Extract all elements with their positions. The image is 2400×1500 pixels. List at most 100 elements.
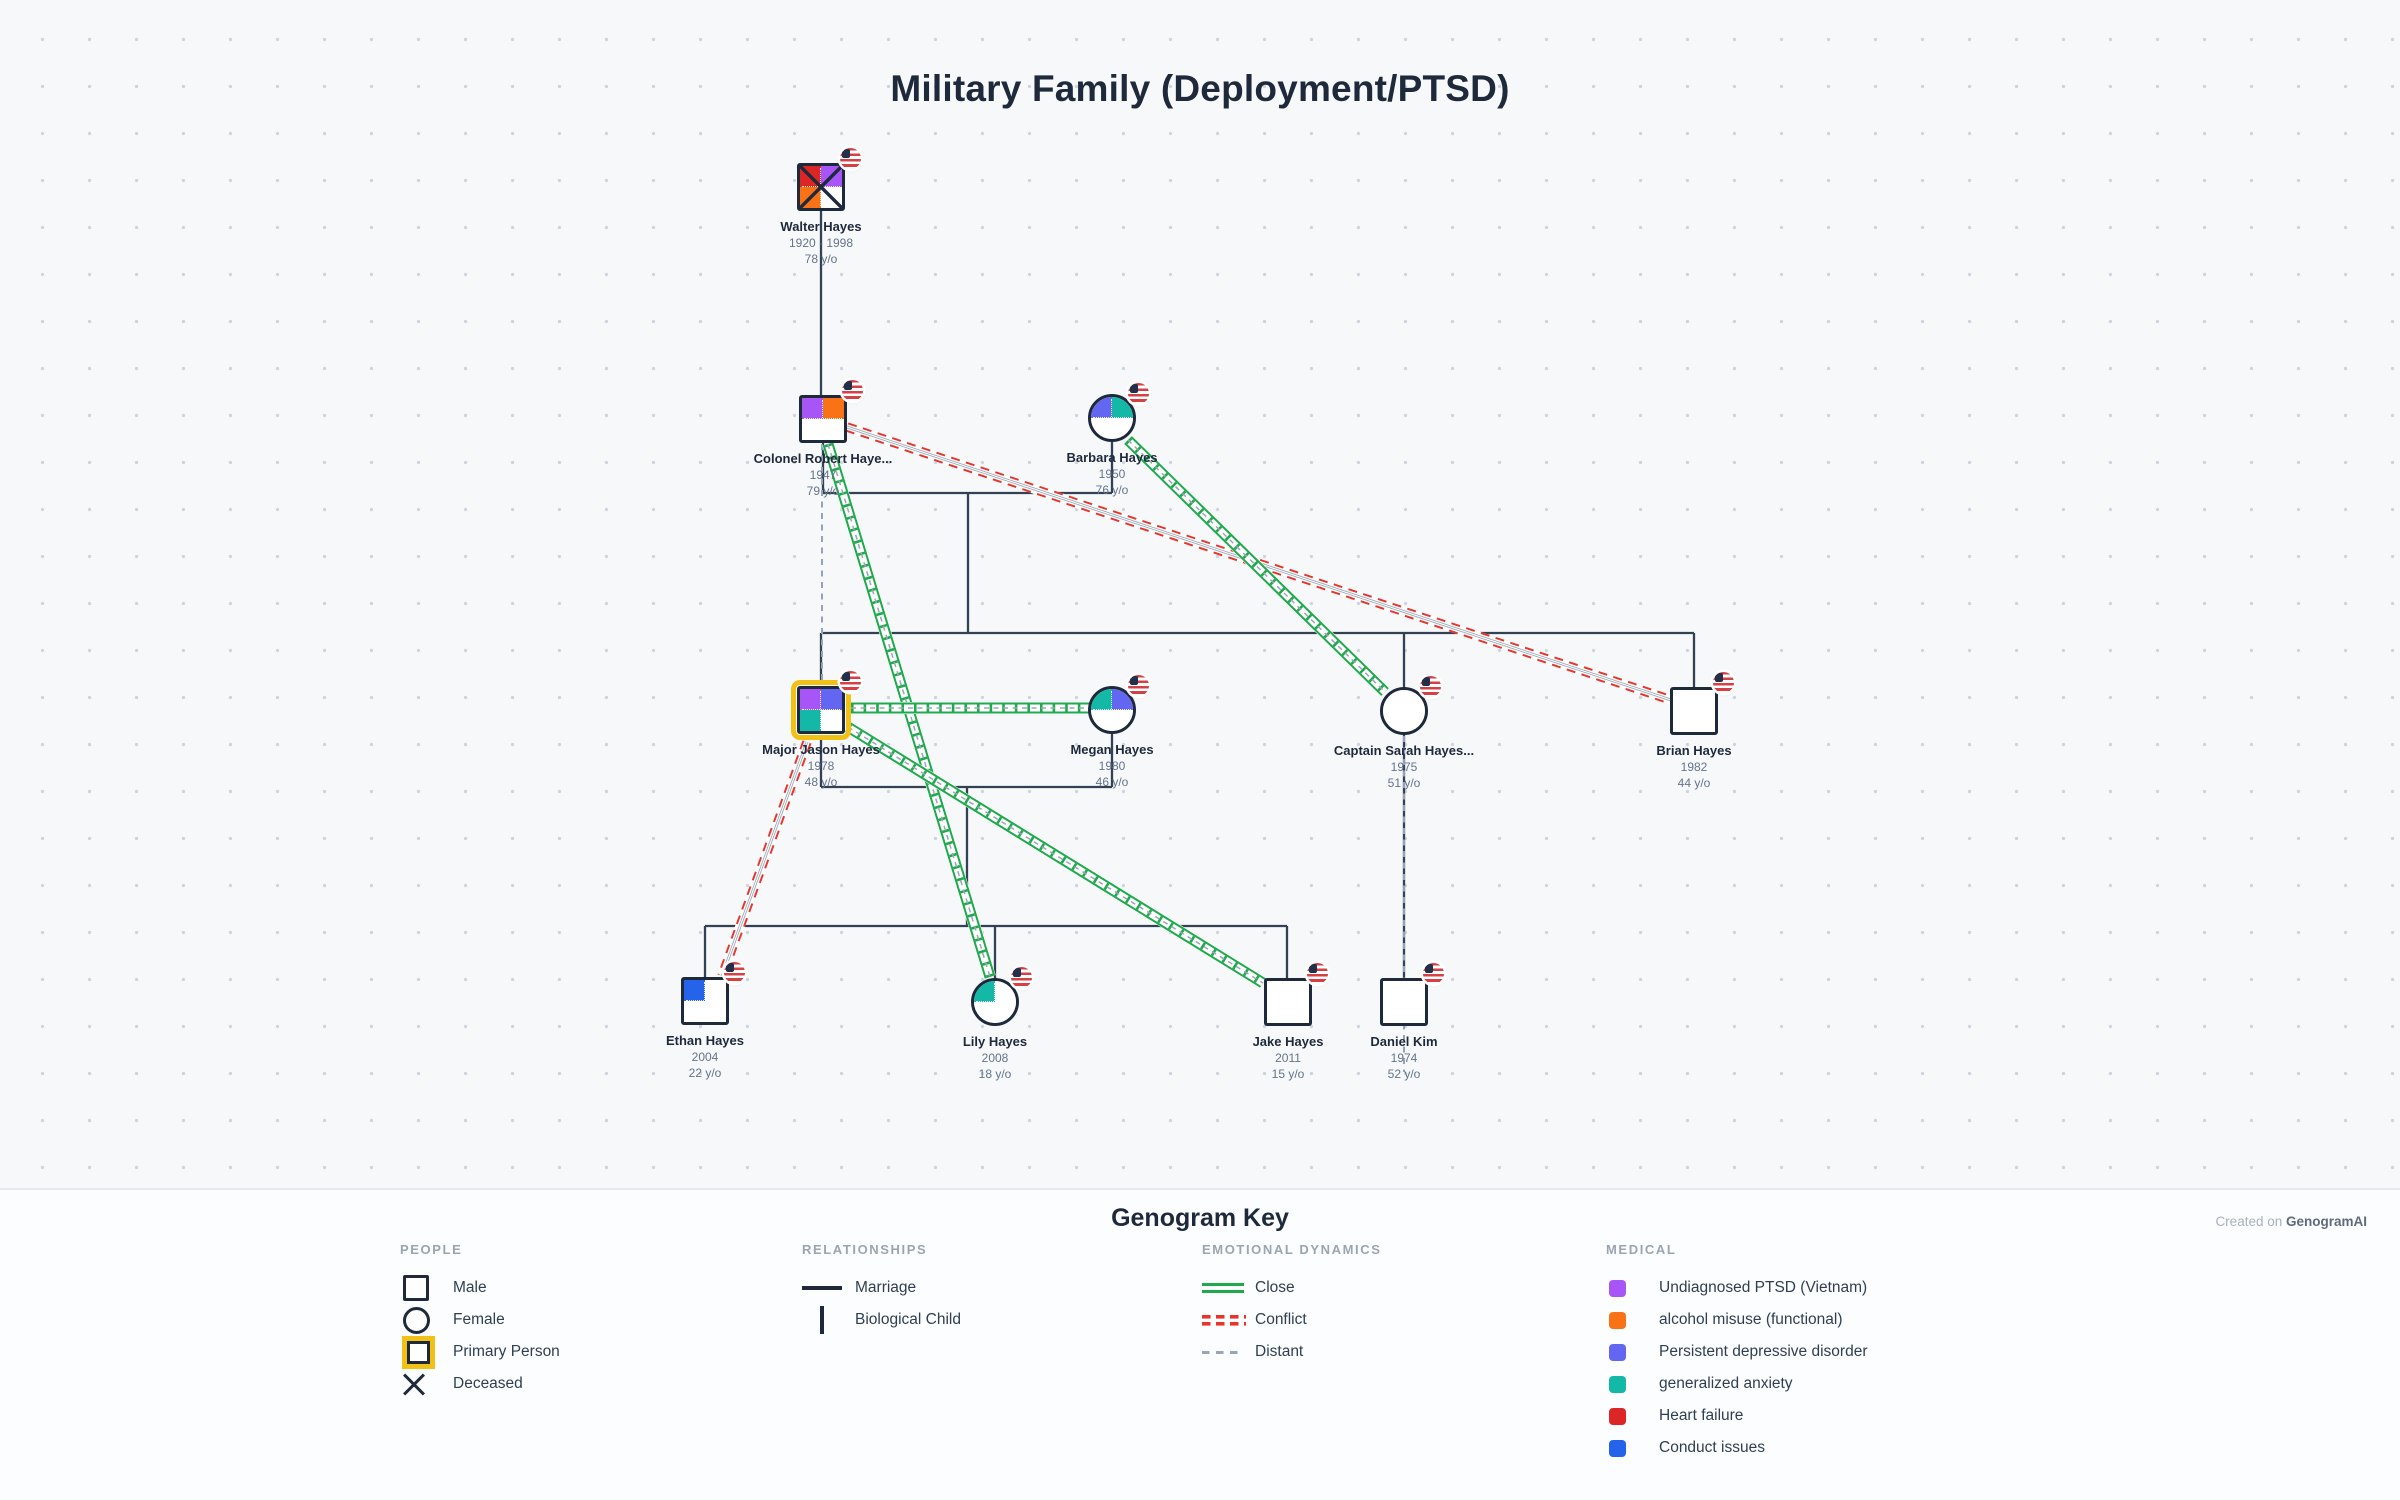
medical-quadrant-bl: [1673, 711, 1694, 732]
medical-quadrant-br: [1404, 1002, 1425, 1023]
key-item-label: Deceased: [453, 1375, 523, 1392]
person-node-lily[interactable]: [971, 967, 1032, 1026]
attribution: Created on GenogramAI: [2215, 1214, 2367, 1229]
female-shape: [971, 978, 1019, 1026]
medical-quadrant-br: [1112, 710, 1133, 731]
medical-quadrant-bl: [800, 187, 821, 208]
medical-quadrant-bl: [1383, 1002, 1404, 1023]
male-shape: [790, 679, 852, 741]
medical-quadrant-tl: [1383, 981, 1404, 1002]
medical-legend-list: Undiagnosed PTSD (Vietnam) alcohol misuse…: [1606, 1272, 1868, 1464]
person-node-jason[interactable]: [790, 671, 861, 741]
us-flag-icon: [842, 380, 863, 401]
key-item-biological-child: Biological Child: [802, 1304, 961, 1336]
us-flag-icon: [1011, 967, 1032, 988]
person-node-megan[interactable]: [1088, 675, 1149, 734]
key-item-deceased: Deceased: [400, 1368, 560, 1400]
person-node-barbara[interactable]: [1088, 383, 1149, 442]
medical-legend-label: Persistent depressive disorder: [1659, 1343, 1868, 1360]
person-node-jake[interactable]: [1264, 963, 1328, 1026]
female-shape: [1088, 686, 1136, 734]
male-icon: [403, 1275, 429, 1301]
medical-quadrant-tr: [1404, 981, 1425, 1002]
key-section-medical: MEDICAL Undiagnosed PTSD (Vietnam) alcoho…: [1606, 1242, 1868, 1464]
medical-quadrant-tr: [1288, 981, 1309, 1002]
male-shape: [797, 163, 845, 211]
male-shape: [1380, 978, 1428, 1026]
male-shape: [1670, 687, 1718, 735]
medical-legend-item: Undiagnosed PTSD (Vietnam): [1606, 1272, 1868, 1304]
us-flag-icon: [840, 148, 861, 169]
key-item-label: Close: [1255, 1279, 1295, 1296]
person-node-daniel[interactable]: [1380, 963, 1444, 1026]
key-item-label: Distant: [1255, 1343, 1304, 1360]
people-header: PEOPLE: [400, 1242, 463, 1257]
medical-quadrant-br: [705, 1001, 726, 1022]
medical-quadrant-bl: [1383, 711, 1404, 732]
medical-quadrant-bl: [1267, 1002, 1288, 1023]
medical-quadrant-br: [995, 1002, 1016, 1023]
key-item-conflict: Conflict: [1202, 1304, 1382, 1336]
person-node-walter[interactable]: [797, 148, 861, 211]
medical-legend-label: alcohol misuse (functional): [1659, 1311, 1843, 1328]
medical-quadrant-bl: [974, 1002, 995, 1023]
medical-legend-item: Heart failure: [1606, 1400, 1868, 1432]
person-node-ethan[interactable]: [681, 962, 745, 1025]
us-flag-icon: [1713, 672, 1734, 693]
key-item-male: Male: [400, 1272, 560, 1304]
distant-line-icon: [1202, 1350, 1242, 1354]
us-flag-icon: [1307, 963, 1328, 984]
medical-quadrant-tr: [821, 689, 842, 710]
medical-legend-label: generalized anxiety: [1659, 1375, 1793, 1392]
medical-quadrant-br: [1112, 418, 1133, 439]
medical-color-swatch: [1609, 1343, 1626, 1361]
medical-quadrant-tl: [1673, 690, 1694, 711]
genogram-key: Genogram Key Created on GenogramAI PEOPL…: [0, 1188, 2400, 1500]
key-item-close: Close: [1202, 1272, 1382, 1304]
medical-quadrant-tl: [802, 398, 823, 419]
primary-person-icon: [407, 1340, 430, 1364]
medical-quadrant-tl: [800, 166, 821, 187]
medical-quadrant-tl: [1383, 690, 1404, 711]
key-section-people: PEOPLE Male Female Primary Person Deceas…: [400, 1242, 560, 1400]
male-shape: [799, 395, 847, 443]
key-item-primary-person: Primary Person: [400, 1336, 560, 1368]
relationship-lines-layer: [703, 211, 1696, 1072]
genogram-canvas[interactable]: Military Family (Deployment/PTSD) Walter…: [0, 0, 2400, 1188]
relationships-header: RELATIONSHIPS: [802, 1242, 928, 1257]
medical-quadrant-tr: [705, 980, 726, 1001]
medical-color-swatch: [1609, 1279, 1626, 1297]
medical-quadrant-tl: [684, 980, 705, 1001]
key-section-relationships: RELATIONSHIPS Marriage Biological Child: [802, 1242, 961, 1336]
medical-color-swatch: [1609, 1407, 1626, 1425]
male-shape: [681, 977, 729, 1025]
medical-quadrant-tr: [1694, 690, 1715, 711]
key-item-female: Female: [400, 1304, 560, 1336]
medical-quadrant-tr: [821, 166, 842, 187]
key-item-distant: Distant: [1202, 1336, 1382, 1368]
medical-quadrant-tl: [1091, 689, 1112, 710]
male-shape: [1264, 978, 1312, 1026]
medical-quadrant-tl: [800, 689, 821, 710]
key-section-emotional-dynamics: EMOTIONAL DYNAMICS Close Conflict Distan…: [1202, 1242, 1382, 1368]
us-flag-icon: [1128, 383, 1149, 404]
medical-quadrant-tr: [823, 398, 844, 419]
medical-legend-item: alcohol misuse (functional): [1606, 1304, 1868, 1336]
medical-quadrant-br: [821, 710, 842, 731]
medical-header: MEDICAL: [1606, 1242, 1677, 1257]
us-flag-icon: [840, 671, 861, 692]
key-item-label: Marriage: [855, 1279, 917, 1296]
page-title: Military Family (Deployment/PTSD): [890, 68, 1510, 109]
person-node-sarah[interactable]: [1380, 676, 1441, 735]
person-node-brian[interactable]: [1670, 672, 1734, 735]
medical-quadrant-br: [1694, 711, 1715, 732]
medical-quadrant-br: [823, 419, 844, 440]
person-node-robert[interactable]: [799, 380, 863, 443]
medical-color-swatch: [1609, 1375, 1626, 1393]
us-flag-icon: [1420, 676, 1441, 697]
female-icon: [403, 1306, 430, 1334]
attribution-brand[interactable]: GenogramAI: [2285, 1214, 2367, 1229]
medical-quadrant-bl: [684, 1001, 705, 1022]
close-relationship-line: [844, 721, 1267, 989]
